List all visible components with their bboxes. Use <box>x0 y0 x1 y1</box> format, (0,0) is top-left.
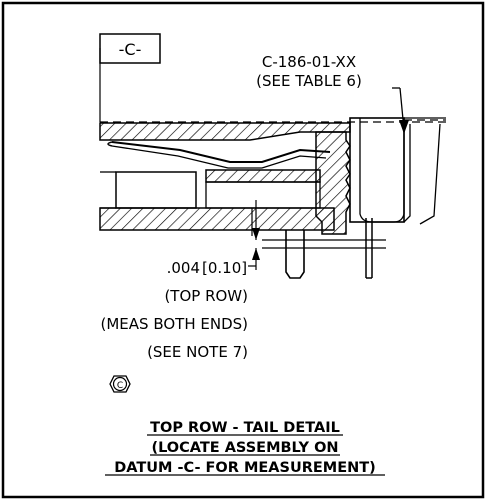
dimension-value: .004 <box>167 259 200 277</box>
dimension-metric: [0.10] <box>202 259 247 277</box>
housing-side-wall <box>315 131 351 235</box>
critical-dimension-symbol <box>109 375 131 393</box>
mating-connector <box>349 117 405 223</box>
part-number: C-186-01-XX <box>262 53 356 71</box>
cavity-block <box>115 171 197 209</box>
part-table-ref: (SEE TABLE 6) <box>256 72 362 90</box>
critical-symbol-letter: C <box>117 381 123 391</box>
mating-connector-body <box>403 117 446 225</box>
dimension-note-meas-both: (MEAS BOTH ENDS) <box>101 315 249 333</box>
contact-arm-lower <box>111 145 327 169</box>
caption-line2: (LOCATE ASSEMBLY ON <box>151 440 338 456</box>
caption-title: TOP ROW - TAIL DETAIL <box>150 420 340 436</box>
middle-rib <box>205 169 321 183</box>
housing-top-wall <box>99 122 351 141</box>
tail-pin <box>285 230 305 279</box>
caption-line3: DATUM -C- FOR MEASUREMENT) <box>114 460 376 476</box>
dimension-note-see-note: (SEE NOTE 7) <box>147 343 248 361</box>
contact-arm-upper <box>111 141 331 163</box>
housing-bottom-wall <box>99 207 335 231</box>
contact-tip <box>107 141 113 147</box>
dimension-note-top-row: (TOP ROW) <box>164 287 248 305</box>
datum-label: -C- <box>119 40 142 59</box>
callout-arrowhead <box>399 120 409 134</box>
